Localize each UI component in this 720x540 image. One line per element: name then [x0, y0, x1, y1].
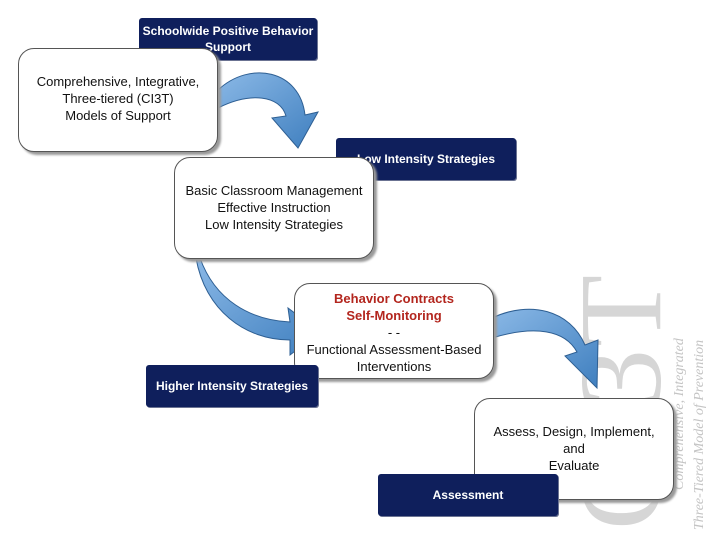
box-higher-red-line2: Self-Monitoring	[346, 308, 442, 323]
box-higher-divider: - -	[387, 325, 401, 340]
curved-arrow-3	[491, 308, 599, 390]
curved-arrow-2	[195, 257, 321, 357]
box-low-intensity: Basic Classroom Management Effective Ins…	[174, 157, 374, 259]
box-low-line2: Effective Instruction	[217, 200, 331, 215]
box-ci3t: Comprehensive, Integrative, Three-tiered…	[18, 48, 218, 152]
tag-low-label: Low Intensity Strategies	[356, 152, 496, 166]
box-assess-line3: Evaluate	[548, 458, 600, 473]
box-assess-line1: Assess, Design, Implement,	[493, 424, 655, 439]
tag-assessment-label: Assessment	[432, 488, 504, 502]
box-ci3t-line3: Models of Support	[65, 108, 171, 123]
tag-swpbs-label: Schoolwide Positive Behavior Support	[142, 24, 314, 54]
box-low-line3: Low Intensity Strategies	[204, 217, 344, 232]
box-higher-line1: Functional Assessment-Based	[306, 342, 482, 357]
tag-higher-label: Higher Intensity Strategies	[155, 379, 309, 393]
box-ci3t-line1: Comprehensive, Integrative,	[36, 74, 200, 89]
box-higher-intensity: Behavior Contracts Self-Monitoring - - F…	[294, 283, 494, 379]
box-low-line1: Basic Classroom Management	[185, 183, 363, 198]
box-higher-line2: Interventions	[356, 359, 432, 374]
box-assess-line2: and	[563, 441, 585, 456]
tag-assessment: Assessment	[378, 474, 558, 516]
box-ci3t-line2: Three-tiered (CI3T)	[62, 91, 174, 106]
tag-higher-intensity: Higher Intensity Strategies	[146, 365, 318, 407]
box-higher-red-line1: Behavior Contracts	[334, 291, 454, 306]
curved-arrow-1	[217, 72, 319, 149]
